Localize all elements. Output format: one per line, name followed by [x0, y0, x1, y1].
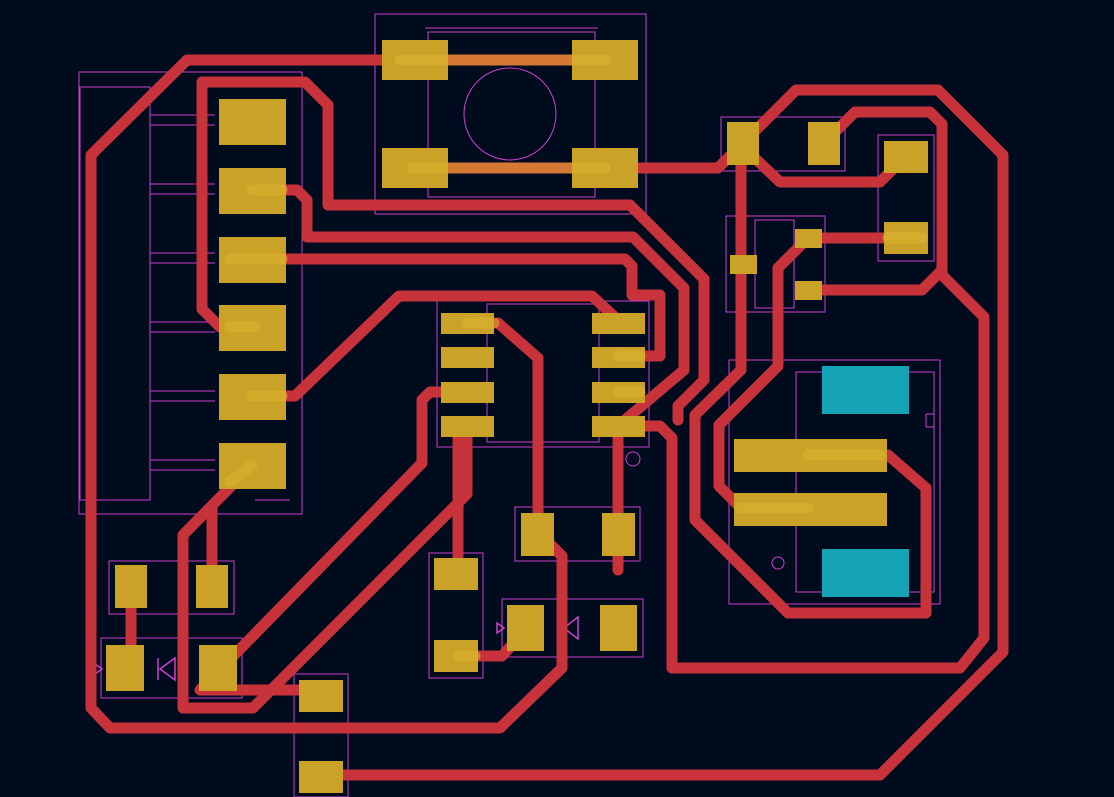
trace-gnd-outer-loop[interactable] [85, 54, 611, 734]
pad-trace-highlights [224, 54, 928, 662]
slot-j2-mark [771, 556, 785, 570]
trace-pin3-to-ic[interactable] [224, 253, 666, 362]
copper-traces[interactable] [85, 54, 1009, 781]
pad-c3-2[interactable] [299, 761, 343, 793]
resistor-r1-courtyard [720, 116, 846, 172]
button-sw1-courtyard [374, 13, 647, 215]
pad-u1-2[interactable] [441, 347, 494, 368]
connector-j1-courtyard [78, 71, 303, 515]
pad-u1-3[interactable] [441, 382, 494, 403]
resistor-r3-courtyard [108, 560, 235, 615]
trace-c1-loop[interactable] [612, 106, 990, 674]
pad-u2-2[interactable] [730, 255, 757, 274]
trace-vcc-right-loop[interactable] [314, 84, 1009, 781]
pad-d1-2[interactable] [199, 645, 237, 691]
trace-pin1-loop[interactable] [196, 76, 710, 426]
capacitor-c3-courtyard [293, 673, 349, 797]
pad-d2-2[interactable] [600, 605, 637, 651]
pad-j1-1[interactable] [219, 99, 286, 145]
pad-u2-1[interactable] [795, 229, 822, 248]
highlight [224, 459, 258, 488]
pad-c3-1[interactable] [299, 680, 343, 712]
pad-r2-1[interactable] [521, 513, 554, 556]
pad-r2-2[interactable] [602, 513, 635, 556]
pad-u2-3[interactable] [795, 281, 822, 300]
connector-j1-body [79, 86, 151, 501]
pad-r1-2[interactable] [808, 122, 840, 165]
pad-r3-1[interactable] [115, 565, 147, 608]
pad-d2-1[interactable] [507, 605, 544, 651]
pad-u1-4[interactable] [441, 416, 494, 437]
pad-u1-8[interactable] [592, 313, 645, 334]
pad-u1-5[interactable] [592, 416, 645, 437]
led-d2-anode-arrow [496, 621, 506, 635]
trace-pin6-to-led[interactable] [177, 420, 473, 714]
trace-pin2-to-button[interactable] [246, 184, 690, 576]
led-d1-diode-glyph [157, 656, 176, 682]
pad-c1-1[interactable] [884, 141, 928, 173]
trace-ic-pin8-to-res[interactable] [492, 317, 544, 538]
button-sw1-actuator [463, 67, 557, 161]
resistor-r2-courtyard [514, 506, 641, 562]
via-mark [625, 451, 641, 467]
button-sw1-body [427, 31, 596, 198]
trace-r1-down[interactable] [689, 139, 932, 619]
mount-pad-j2-bottom[interactable] [822, 549, 909, 597]
led-d2-courtyard [501, 598, 644, 658]
pad-r3-2[interactable] [196, 565, 228, 608]
pad-d1-1[interactable] [106, 645, 144, 691]
mount-pad-j2-top[interactable] [822, 366, 909, 414]
mounting-pads[interactable] [822, 366, 909, 597]
pad-r1-1[interactable] [727, 122, 759, 165]
trace-u2-to-slot[interactable] [802, 264, 948, 296]
capacitor-c1-courtyard [877, 134, 935, 262]
slot-j2-courtyard [728, 359, 941, 605]
pad-c2-1[interactable] [434, 558, 478, 590]
